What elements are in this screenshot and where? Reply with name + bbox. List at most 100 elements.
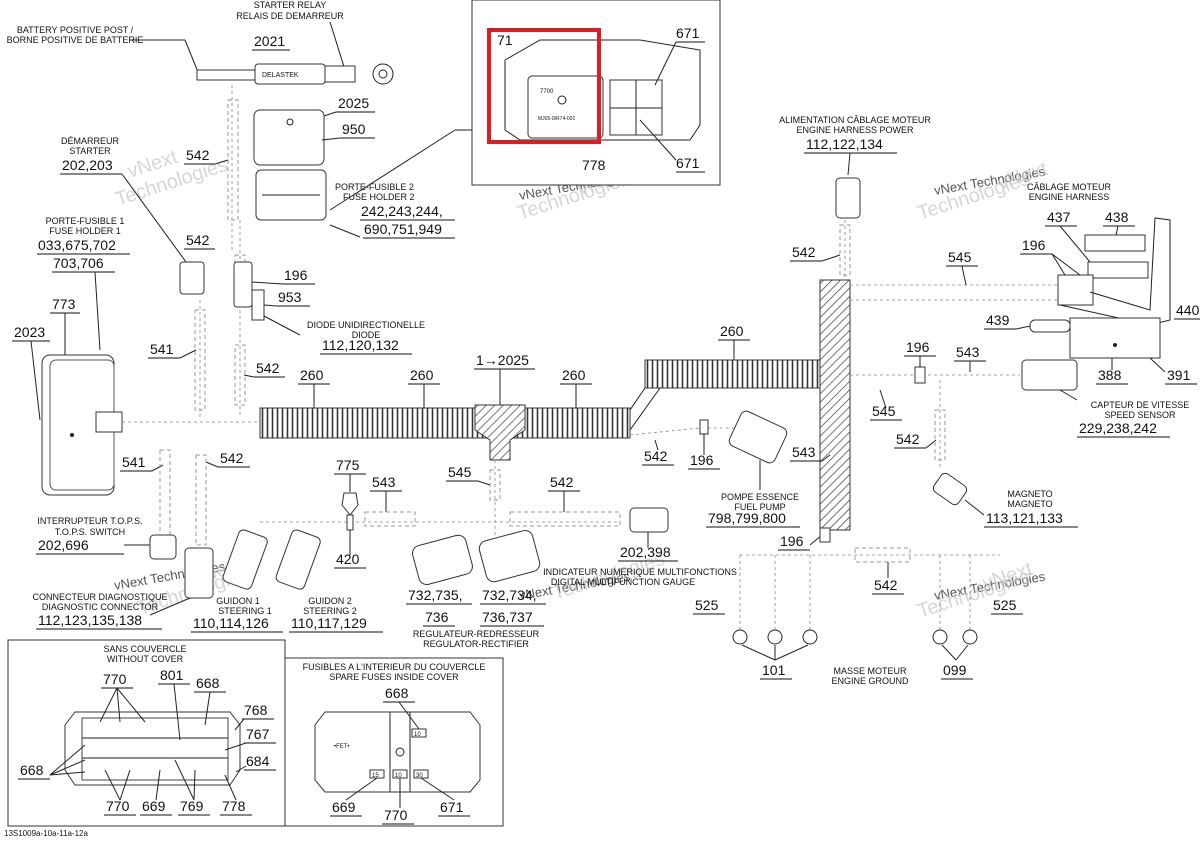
without-cover-inset: SANS COUVERCLE WITHOUT COVER 770 801 668…	[7, 639, 286, 827]
callout-770: 770	[384, 807, 408, 823]
leader	[179, 349, 197, 359]
callout-229: 229,238,242	[1079, 420, 1157, 436]
leader	[224, 774, 237, 801]
magneto-connector	[932, 472, 968, 506]
diode-body	[251, 289, 265, 321]
engine-harness-plug	[1057, 274, 1094, 306]
callout-542: 542	[896, 431, 920, 447]
harness-sleeve	[509, 511, 621, 527]
engine-harness-group: ALIMENTATION CÂBLAGE MOTEUR ENGINE HARNE…	[779, 115, 1200, 531]
relay-code-7700: 7700	[540, 89, 554, 95]
callout-543: 543	[792, 444, 816, 460]
spare-label-fr: FUSIBLES A L'INTERIEUR DU COUVERCLE	[303, 662, 486, 672]
connector-439	[1029, 319, 1071, 333]
leader	[774, 644, 809, 661]
regulator-gauge-group: 732,735, 736 732,734, 736,737 REGULATEUR…	[406, 530, 737, 649]
fuse2-label-en: FUSE HOLDER 2	[343, 192, 415, 202]
callout-543: 543	[956, 344, 980, 360]
harness-sleeve	[227, 99, 239, 221]
callout-260: 260	[300, 367, 324, 383]
callout-438: 438	[1105, 209, 1129, 225]
leader	[214, 159, 229, 165]
callout-736b: 736,737	[482, 609, 533, 625]
leader	[964, 499, 985, 516]
leader	[321, 137, 341, 141]
fuse1-label-en: FUSE HOLDER 1	[49, 226, 121, 236]
callout-542: 542	[256, 360, 280, 376]
leader	[116, 687, 146, 723]
fuel-pump-group: 196 542 POMPE ESSENCE FUEL PUMP 798,799,…	[629, 410, 831, 528]
splice-196	[914, 366, 926, 384]
leader	[477, 480, 491, 486]
connector-dot	[1113, 343, 1117, 347]
relay-screw	[557, 95, 567, 105]
fuse-box-inset: 7700 MJ05-0/R74-001 71 671 671 778	[471, 0, 721, 186]
callout-769: 769	[180, 798, 204, 814]
callout-770: 770	[106, 798, 130, 814]
callout-196: 196	[780, 533, 804, 549]
leader	[94, 271, 101, 351]
callout-545: 545	[448, 464, 472, 480]
callout-525: 525	[695, 597, 719, 613]
corrugated-conduit	[644, 359, 826, 389]
callout-113: 113,121,133	[986, 510, 1063, 526]
spare-fuses-inset: FUSIBLES A L'INTERIEUR DU COUVERCLE SPAR…	[284, 657, 504, 827]
callout-668: 668	[196, 675, 220, 691]
leader	[49, 759, 86, 776]
leader	[149, 597, 191, 616]
leader	[1059, 225, 1091, 263]
gauge-label-fr: INDICATEUR NUMERIQUE MULTIFONCTIONS	[543, 567, 737, 577]
callout-542: 542	[550, 474, 574, 490]
magneto-group: MAGNETO MAGNETO 113,121,133	[932, 472, 1078, 528]
callout-773: 773	[52, 296, 76, 312]
starter-relay-group: BATTERY POSITIVE POST / BORNE POSITIVE D…	[7, 0, 472, 239]
callout-110-114: 110,114,126	[193, 615, 269, 631]
leader	[879, 389, 887, 409]
tops-label-fr: INTERRUPTEUR T.O.P.S.	[37, 516, 142, 526]
harness-trunk	[819, 279, 851, 531]
callout-260: 260	[410, 367, 434, 383]
callout-2023: 2023	[14, 324, 45, 340]
leader	[49, 744, 86, 776]
diode-group: 196 953 DIODE UNIDIRECTIONELLE DIODE 112…	[233, 261, 425, 378]
harness-sleeve	[854, 547, 911, 563]
corrugated-conduit	[259, 407, 631, 439]
callout-110-117: 110,117,129	[291, 615, 367, 631]
leader	[329, 21, 346, 71]
callout-420: 420	[336, 551, 360, 567]
spare-label-en: SPARE FUSES INSIDE COVER	[329, 672, 459, 682]
leader	[941, 644, 957, 661]
leader	[155, 769, 161, 801]
callout-260: 260	[720, 323, 744, 339]
diag-label-en: DIAGNOSTIC CONNECTOR	[42, 602, 159, 612]
callout-260: 260	[562, 367, 586, 383]
leader	[263, 304, 278, 307]
ground-ring	[802, 629, 818, 645]
callout-671: 671	[440, 799, 464, 815]
conduit-bend	[629, 387, 661, 431]
tops-steering-group: INTERRUPTEUR T.O.P.S. T.O.P.S. SWITCH 20…	[32, 516, 383, 633]
callout-71: 71	[497, 32, 513, 48]
guidon1-label-en: STEERING 1	[218, 606, 272, 616]
ground-ring	[932, 629, 948, 645]
diagnostic-connector	[184, 547, 214, 599]
callout-690: 690,751,949	[364, 221, 442, 237]
leader	[821, 254, 841, 262]
leader	[30, 340, 41, 421]
callout-736a: 736	[425, 609, 449, 625]
starter-relay-label-fr: RELAIS DE DEMARREUR	[236, 11, 344, 21]
highlight-box	[487, 28, 601, 144]
leader	[235, 765, 247, 773]
open-fuse-box	[64, 711, 241, 786]
callout-542: 542	[186, 147, 210, 163]
leader	[654, 41, 677, 86]
harness-sleeve	[159, 449, 171, 541]
callout-196: 196	[690, 452, 714, 468]
callout-669: 669	[332, 799, 356, 815]
callout-202-203: 202,203	[62, 157, 113, 173]
speed-sensor-group: 196 543 CAPTEUR DE VITESSE SPEED SENSOR …	[850, 339, 1189, 470]
callout-541: 541	[122, 454, 146, 470]
leader	[116, 687, 121, 723]
without-cover-label-fr: SANS COUVERCLE	[103, 644, 186, 654]
leader	[193, 769, 196, 801]
